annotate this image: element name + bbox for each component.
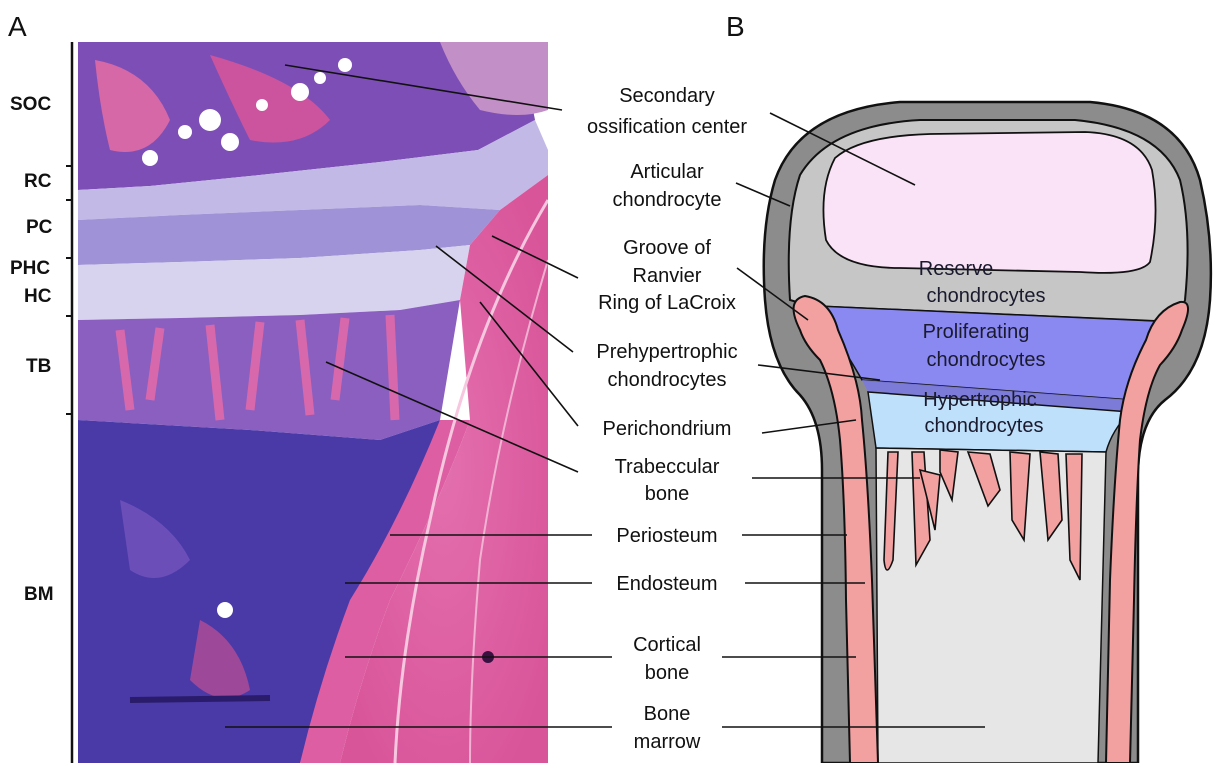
zone-label-tb: TB — [26, 356, 51, 377]
callout-trabecular-line1: Trabeccular — [615, 456, 720, 478]
secondary-ossification-center — [823, 132, 1155, 273]
callout-marrow-line2: marrow — [634, 731, 701, 753]
zone-label-soc: SOC — [10, 94, 51, 115]
callout-secondary-line2: ossification center — [587, 116, 747, 138]
callout-articular-line1: Articular — [630, 161, 704, 183]
callout-groove-line3: Ring of LaCroix — [598, 292, 736, 314]
panel-letter-a: A — [8, 11, 27, 42]
histology-image — [78, 42, 548, 763]
panel-letter-b: B — [726, 11, 745, 42]
callout-endosteum: Endosteum — [616, 573, 717, 595]
callout-marrow-line1: Bone — [644, 703, 691, 725]
zone-label-bm: BM — [24, 584, 54, 605]
callout-perichondrium: Perichondrium — [603, 418, 732, 440]
zone-label-pc: PC — [26, 217, 53, 238]
callout-prehypertrophic-line1: Prehypertrophic — [596, 341, 737, 363]
proliferating-label-line1: Proliferating — [923, 321, 1030, 343]
hypertrophic-label-line1: Hypertrophic — [923, 389, 1036, 411]
zone-label-rc: RC — [24, 171, 52, 192]
reserve-label-line2: chondrocytes — [927, 285, 1046, 307]
callout-prehypertrophic-line2: chondrocytes — [608, 369, 727, 391]
reserve-label-line1: Reserve — [919, 258, 993, 280]
zone-label-hc: HC — [24, 286, 52, 307]
callout-secondary-line1: Secondary — [619, 85, 715, 107]
callout-articular-line2: chondrocyte — [613, 189, 722, 211]
proliferating-label-line2: chondrocytes — [927, 349, 1046, 371]
callout-trabecular-line2: bone — [645, 483, 690, 505]
callout-groove-line2: Ranvier — [633, 265, 702, 287]
callout-cortical-line1: Cortical — [633, 634, 701, 656]
callout-periosteum: Periosteum — [616, 525, 717, 547]
zone-label-phc: PHC — [10, 258, 50, 279]
callout-groove-line1: Groove of — [623, 237, 711, 259]
hypertrophic-label-line2: chondrocytes — [925, 415, 1044, 437]
callout-cortical-line2: bone — [645, 662, 690, 684]
